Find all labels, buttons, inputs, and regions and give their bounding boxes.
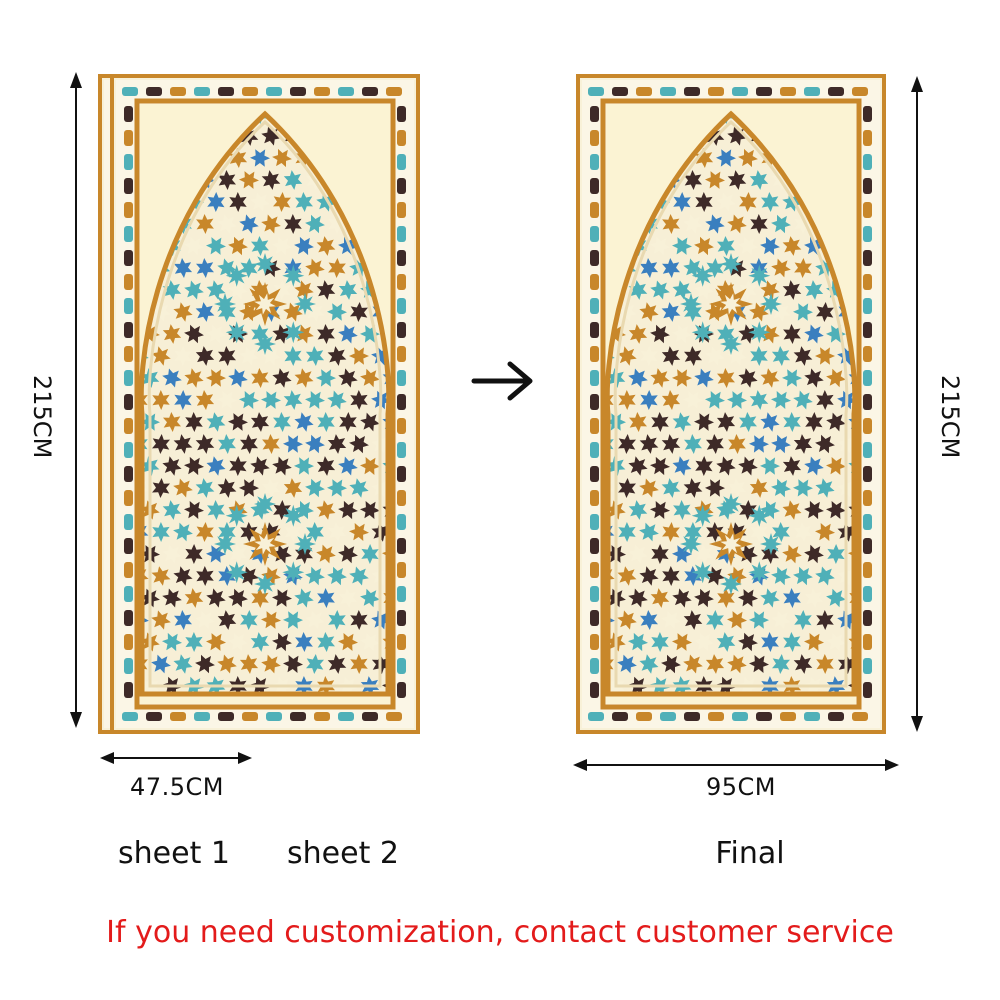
sheet-width-label: 47.5CM bbox=[130, 773, 224, 801]
sheet-1-label: sheet 1 bbox=[118, 836, 230, 871]
customization-notice: If you need customization, contact custo… bbox=[106, 915, 894, 950]
final-label: Final bbox=[715, 836, 785, 871]
sheet-2-label: sheet 2 bbox=[287, 836, 399, 871]
left-height-label: 215CM bbox=[28, 375, 56, 459]
left-height-dimension-line bbox=[70, 72, 82, 728]
right-height-label: 215CM bbox=[936, 375, 964, 459]
sheet-width-dimension-line bbox=[100, 752, 252, 764]
final-width-dimension-line bbox=[573, 759, 899, 771]
right-arrow-icon bbox=[471, 361, 533, 401]
door-final bbox=[576, 74, 886, 734]
door-sheet-2 bbox=[110, 74, 420, 734]
right-height-dimension-line bbox=[911, 76, 923, 732]
final-width-label: 95CM bbox=[705, 773, 776, 801]
